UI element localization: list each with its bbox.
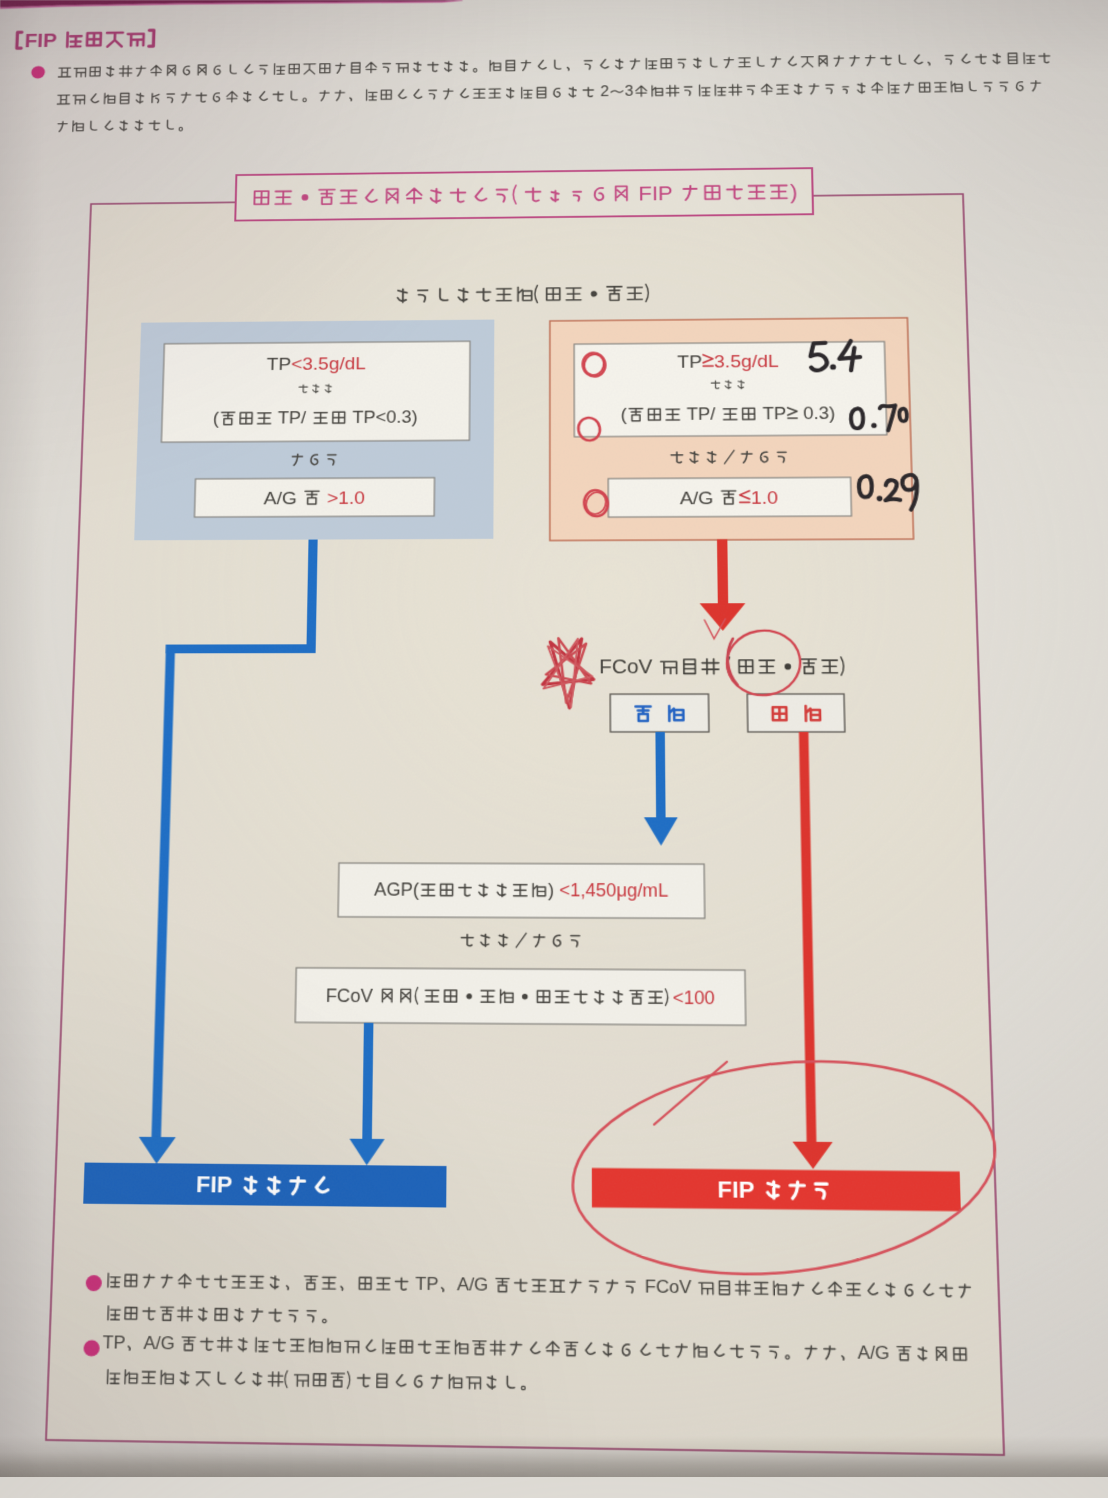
- svg-text:<100: <100: [673, 988, 715, 1009]
- svg-text:FCoV: FCoV: [599, 655, 658, 678]
- svg-text:2: 2: [596, 85, 609, 101]
- svg-text:FIP: FIP: [196, 1173, 239, 1199]
- svg-text:(: (: [213, 409, 220, 428]
- svg-text:3.5g/dL: 3.5g/dL: [714, 350, 779, 371]
- svg-text:A/G: A/G: [264, 487, 303, 508]
- svg-text:TP: TP: [410, 1275, 438, 1295]
- svg-text:FIP: FIP: [24, 30, 63, 52]
- svg-text:AGP(: AGP(: [374, 880, 420, 900]
- svg-text:): ): [548, 881, 559, 901]
- svg-text:>1.0: >1.0: [327, 487, 366, 508]
- svg-text:A/G: A/G: [457, 1275, 494, 1295]
- svg-text:TP: TP: [267, 353, 292, 373]
- svg-text:TP/: TP/: [273, 408, 311, 428]
- svg-text:1.0: 1.0: [751, 487, 779, 508]
- svg-text:<1,450μg/mL: <1,450μg/mL: [559, 881, 668, 901]
- svg-text:): ): [790, 181, 798, 203]
- svg-text:A/G: A/G: [680, 487, 719, 508]
- svg-text:TP: TP: [677, 351, 702, 372]
- svg-text:FIP: FIP: [632, 183, 678, 205]
- svg-text:A/G: A/G: [143, 1334, 180, 1354]
- svg-text:(: (: [621, 405, 628, 425]
- svg-text:TP: TP: [758, 404, 787, 424]
- svg-text:FIP: FIP: [717, 1177, 761, 1203]
- svg-text:<3.5g/dL: <3.5g/dL: [291, 353, 366, 374]
- svg-text:3: 3: [625, 84, 634, 100]
- svg-text:A/G: A/G: [857, 1344, 895, 1365]
- svg-text:TP/: TP/: [682, 404, 721, 424]
- svg-text:0.3): 0.3): [798, 404, 836, 424]
- svg-text:FCoV: FCoV: [325, 986, 378, 1006]
- svg-text:TP<0.3): TP<0.3): [348, 408, 418, 428]
- svg-text:FCoV: FCoV: [640, 1278, 697, 1299]
- svg-text:TP: TP: [102, 1334, 126, 1354]
